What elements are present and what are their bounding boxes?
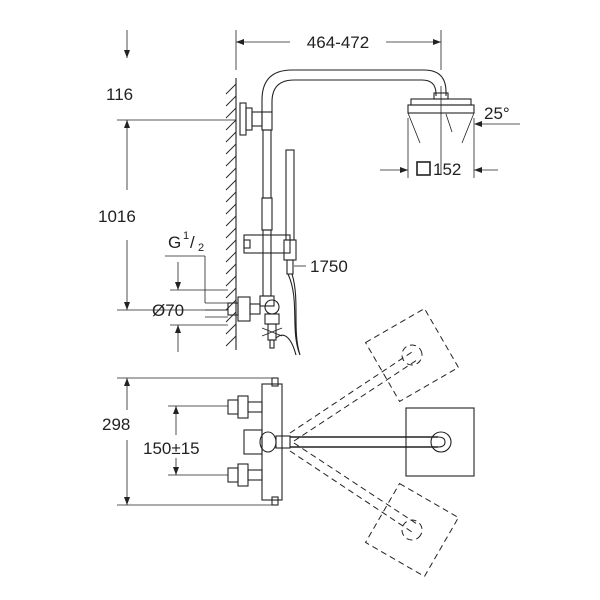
- wall-hatch-line: [225, 143, 237, 155]
- head-size-label: 152: [433, 160, 461, 179]
- mixer-spacing-label: 150±15: [143, 439, 200, 458]
- wall-hatch-line: [225, 215, 237, 227]
- wall-hatch-line: [225, 251, 237, 263]
- square-symbol-icon: [416, 161, 431, 176]
- dimension-arm-width: 464-472: [235, 30, 442, 70]
- wall-hatched: [225, 78, 237, 350]
- arm-width-label: 464-472: [307, 33, 369, 52]
- shower-hose: [275, 273, 301, 356]
- wall-hatch-line: [225, 227, 237, 239]
- mixer-height-label: 298: [102, 415, 130, 434]
- wall-hatch-line: [225, 239, 237, 251]
- wall-hatch-line: [225, 155, 237, 167]
- shower-head: 25° 152: [380, 86, 520, 179]
- wall-hatch-line: [225, 335, 237, 347]
- wall-hatch-line: [225, 107, 237, 119]
- diameter-label: Ø70: [152, 301, 184, 320]
- wall-hatch-line: [225, 263, 237, 275]
- swivel-positions-dashed: [289, 307, 460, 578]
- wall-hatch-line: [225, 275, 237, 287]
- wall-hatch-line: [225, 83, 237, 95]
- thread-and-diameter: G 1 / 2 Ø70: [152, 230, 228, 352]
- mixer-elevation: [227, 296, 283, 349]
- rail-height-label: 1016: [98, 207, 136, 226]
- thread-label: G: [168, 233, 181, 252]
- wall-hatch-line: [225, 311, 237, 323]
- wall-hatch-line: [225, 131, 237, 143]
- shower-arm: [261, 69, 449, 112]
- arm-top-view: [290, 407, 475, 477]
- dimension-mixer: 298 150±15: [102, 377, 278, 506]
- wall-hatch-line: [225, 191, 237, 203]
- thread-sub-label: 2: [198, 242, 204, 254]
- thread-sup-label: 1: [183, 230, 189, 242]
- wall-hatch-line: [225, 95, 237, 107]
- dimension-vertical-left: 116 1016: [98, 30, 236, 311]
- wall-hatch-line: [225, 203, 237, 215]
- wall-hatch-line: [225, 323, 237, 335]
- hose-length-label: 1750: [310, 257, 348, 276]
- wall-hatch-line: [225, 287, 237, 299]
- top-offset-label: 116: [106, 85, 133, 104]
- hand-shower-slider: 1750: [243, 149, 348, 276]
- wall-hatch-line: [225, 167, 237, 179]
- mixer-top-view: [227, 377, 291, 506]
- angle-label: 25°: [484, 104, 510, 123]
- riser-rail: [239, 102, 275, 307]
- wall-hatch-line: [225, 119, 237, 131]
- wall-hatch-line: [225, 179, 237, 191]
- svg-text:/: /: [190, 233, 195, 252]
